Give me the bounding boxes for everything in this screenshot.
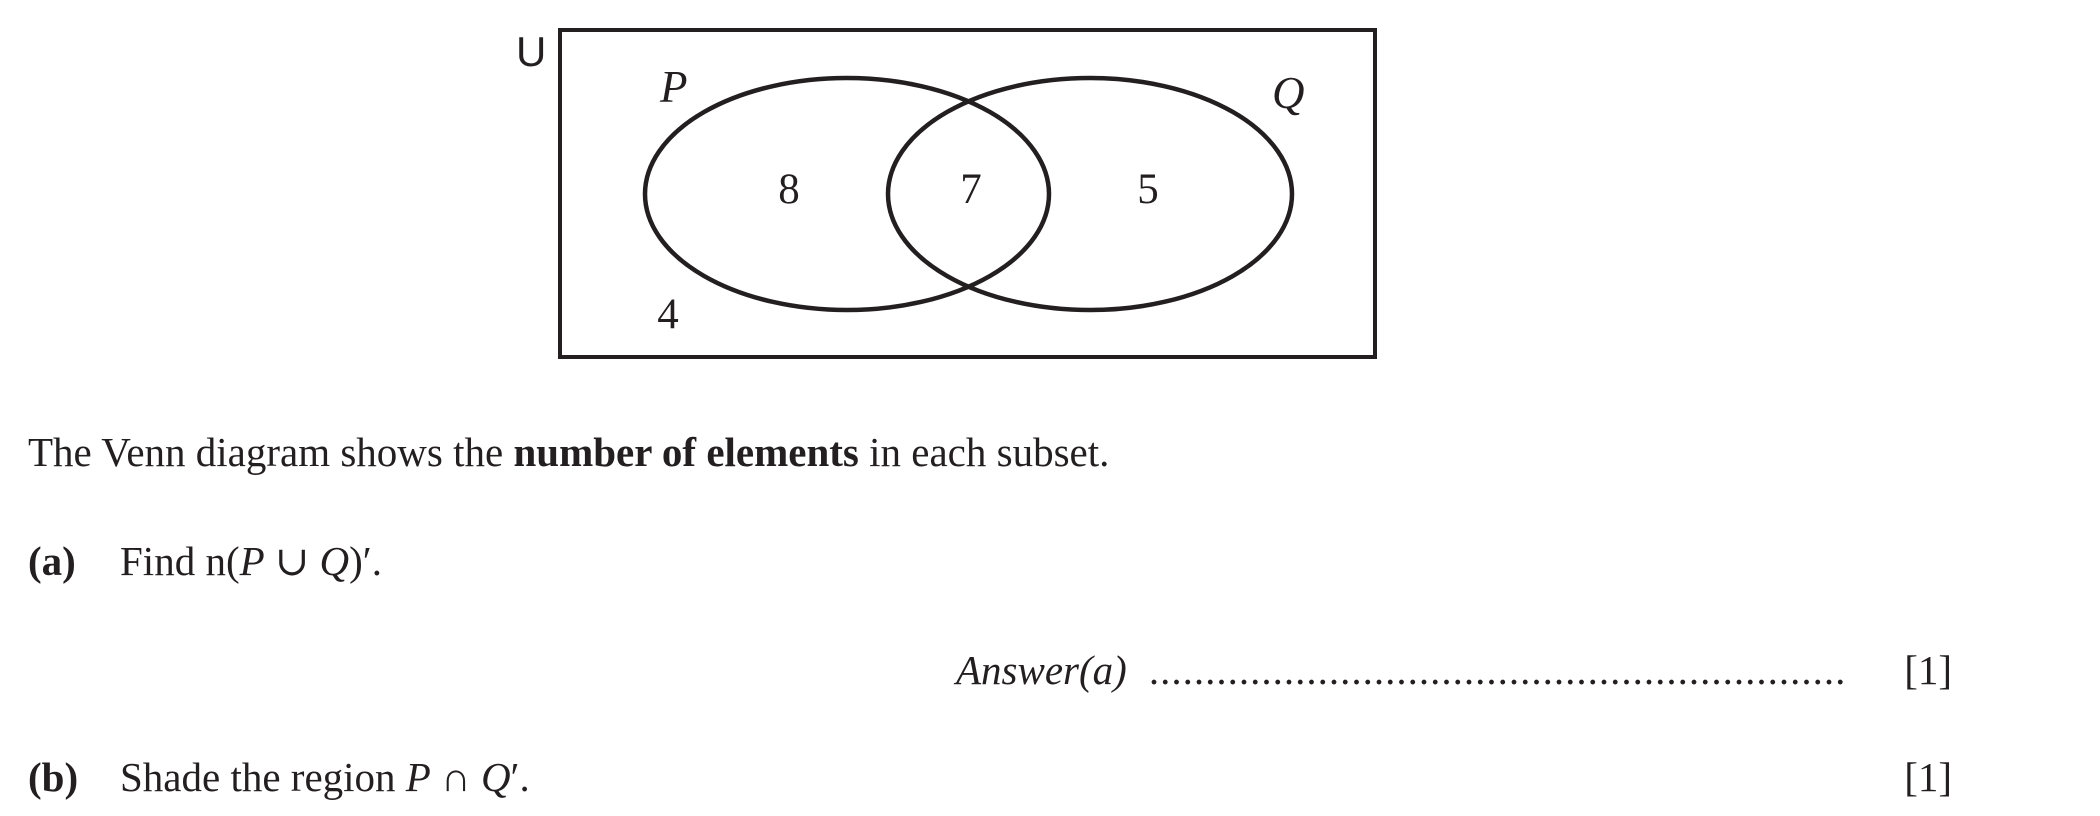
question-a-set-p: P	[239, 538, 265, 584]
question-a-label: (a)	[28, 538, 76, 584]
universal-set-rectangle	[558, 28, 1377, 359]
question-b-prime: ′	[510, 754, 520, 800]
question-b-intersect-symbol: ∩	[430, 754, 481, 800]
set-q-label: Q	[1272, 68, 1305, 118]
question-a-text: Find n(P ∪ Q)′.	[120, 541, 382, 582]
question-b-text: Shade the region P ∩ Q′.	[120, 757, 530, 798]
venn-diagram: U P Q 8 7 5 4	[516, 28, 1377, 359]
question-a-prefix: Find n	[120, 538, 226, 584]
question-b-label: (b)	[28, 754, 79, 800]
question-a-marks: [1]	[1904, 647, 1952, 693]
question-a-close-paren: )	[349, 538, 363, 584]
question-a-open-paren: (	[225, 538, 240, 584]
answer-a-line[interactable]: Answer(a)...............................…	[956, 650, 1846, 691]
region-intersection-value: 7	[960, 166, 982, 213]
question-b-set-p: P	[405, 754, 431, 800]
answer-a-label: Answer(a)	[956, 647, 1127, 693]
question-b-marks: [1]	[1904, 754, 1952, 800]
answer-a-dots[interactable]: ........................................…	[1148, 647, 1847, 693]
question-a-prime: ′	[362, 538, 372, 584]
region-only-q-value: 5	[1137, 166, 1159, 213]
question-b-end: .	[519, 754, 530, 800]
intro-bold-phrase: number of elements	[513, 429, 859, 475]
intro-text-after: in each subset.	[858, 429, 1110, 475]
question-a-set-q: Q	[319, 538, 350, 584]
set-p-ellipse	[642, 75, 1052, 313]
question-a-end: .	[371, 538, 382, 584]
set-p-label: P	[659, 62, 688, 112]
universal-set-label: U	[516, 28, 546, 75]
question-b-set-q: Q	[480, 754, 511, 800]
region-outside-value: 4	[657, 291, 679, 338]
intro-text-before: The Venn diagram shows the	[28, 429, 514, 475]
region-only-p-value: 8	[778, 166, 800, 213]
set-q-ellipse	[885, 75, 1295, 313]
intro-sentence: The Venn diagram shows the number of ele…	[28, 432, 1109, 473]
question-a-union-symbol: ∪	[264, 538, 320, 584]
question-b-prefix: Shade the region	[120, 754, 406, 800]
